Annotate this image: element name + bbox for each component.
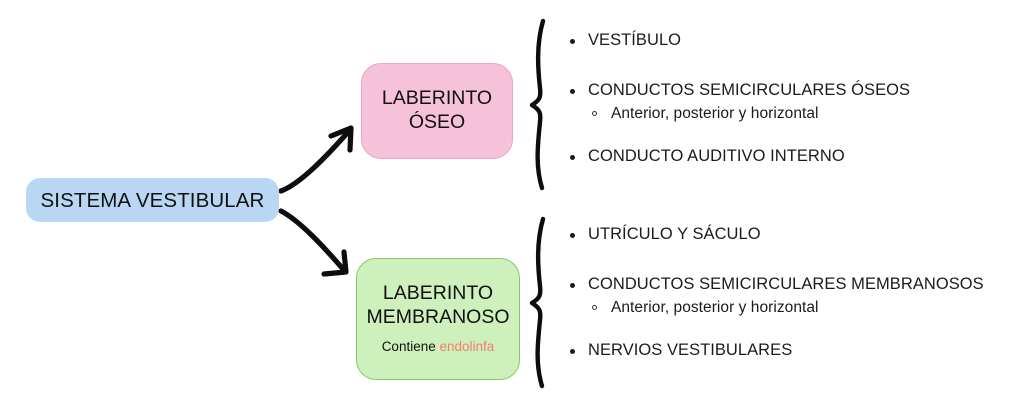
sub-bullet-list: Anterior, posterior y horizontal [588, 104, 996, 124]
list-item: CONDUCTOS SEMICIRCULARES MEMBRANOSOS Ant… [566, 274, 1016, 318]
brace-osseous [529, 18, 546, 191]
sub-list-item-text: Anterior, posterior y horizontal [611, 104, 819, 122]
sub-list-item: Anterior, posterior y horizontal [588, 104, 996, 124]
node-membranous-note-highlight: endolinfa [439, 339, 495, 355]
bullet-list-laberinto-membranoso: UTRÍCULO Y SÁCULO CONDUCTOS SEMICIRCULAR… [566, 224, 1016, 361]
brace-membranous [529, 216, 546, 389]
bullet-list-laberinto-oseo: VESTÍBULO CONDUCTOS SEMICIRCULARES ÓSEOS… [566, 30, 996, 167]
node-membranous-label-line1: LABERINTO [382, 282, 494, 305]
list-item-text: UTRÍCULO Y SÁCULO [588, 225, 761, 243]
sub-list-item: Anterior, posterior y horizontal [588, 298, 1016, 318]
node-root-label: SISTEMA VESTIBULAR [40, 188, 265, 212]
node-sistema-vestibular[interactable]: SISTEMA VESTIBULAR [26, 178, 279, 222]
list-item: CONDUCTOS SEMICIRCULARES ÓSEOS Anterior,… [566, 80, 996, 124]
node-laberinto-oseo[interactable]: LABERINTO ÓSEO [361, 63, 513, 159]
node-membranous-label-line2: MEMBRANOSO [366, 306, 510, 329]
list-item: UTRÍCULO Y SÁCULO [566, 224, 1016, 245]
node-osseous-label-line1: LABERINTO [381, 87, 493, 110]
node-membranous-note: Contiene endolinfa [382, 339, 495, 355]
arrow-root-to-membranous [278, 208, 349, 277]
node-osseous-label-line2: ÓSEO [408, 111, 466, 133]
list-item-text: CONDUCTOS SEMICIRCULARES ÓSEOS [588, 81, 911, 100]
sub-bullet-list: Anterior, posterior y horizontal [588, 298, 1016, 318]
list-item: NERVIOS VESTIBULARES [566, 340, 1016, 361]
sub-list-item-text: Anterior, posterior y horizontal [611, 298, 819, 316]
node-laberinto-membranoso[interactable]: LABERINTO MEMBRANOSO Contiene endolinfa [356, 258, 520, 380]
list-item-text: CONDUCTOS SEMICIRCULARES MEMBRANOSOS [588, 275, 984, 294]
list-item-text: VESTÍBULO [588, 31, 682, 49]
node-membranous-note-prefix: Contiene [381, 339, 440, 355]
list-item: CONDUCTO AUDITIVO INTERNO [566, 146, 996, 167]
arrow-root-to-osseous [278, 125, 354, 194]
list-item: VESTÍBULO [566, 30, 996, 51]
list-item-text: CONDUCTO AUDITIVO INTERNO [588, 147, 845, 166]
list-item-text: NERVIOS VESTIBULARES [588, 341, 793, 360]
